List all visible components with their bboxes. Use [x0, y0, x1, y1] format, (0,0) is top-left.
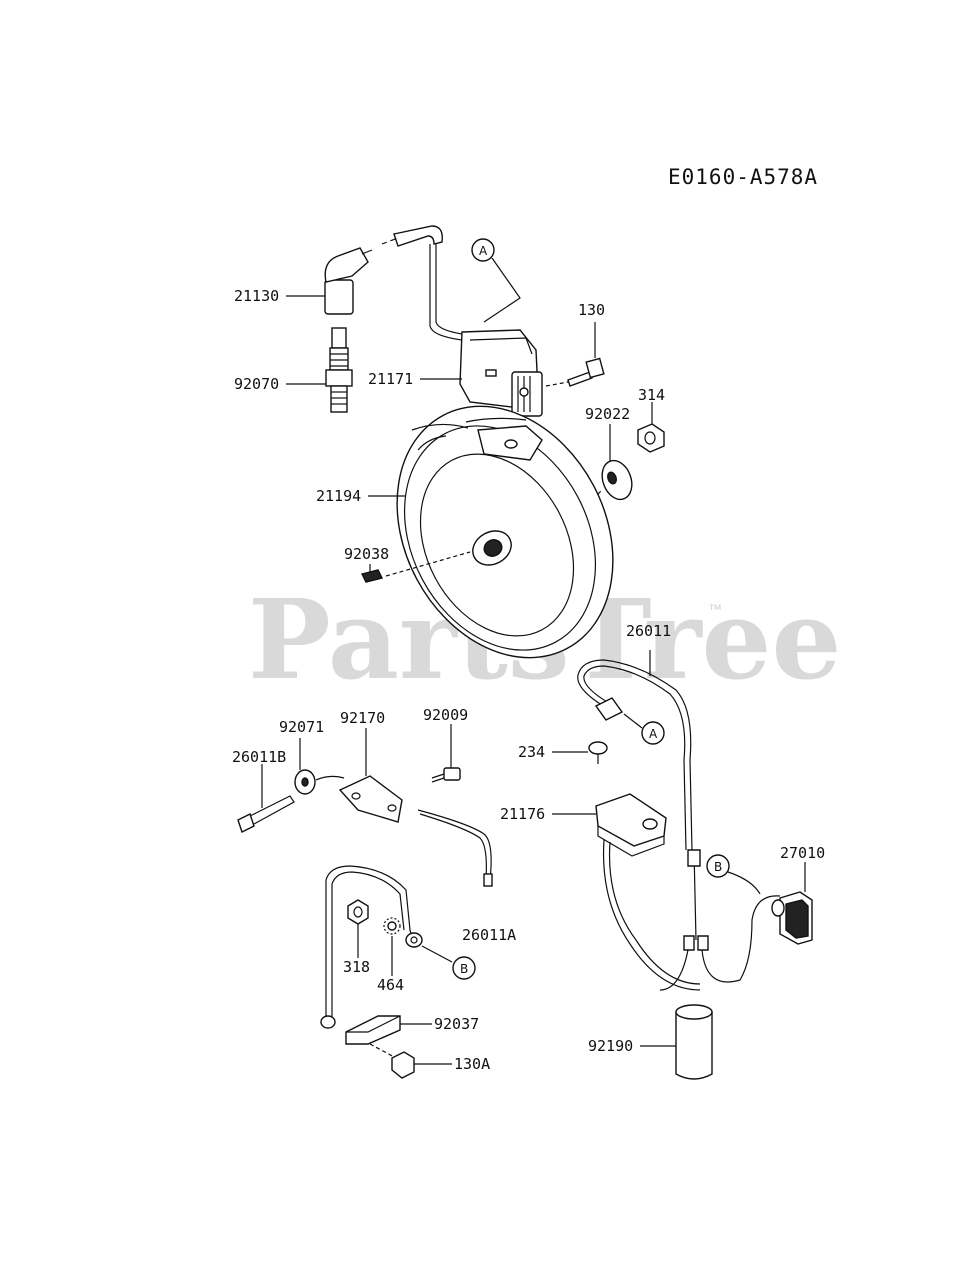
part-label-130A[interactable]: 130A: [454, 1055, 490, 1073]
part-label-92037[interactable]: 92037: [434, 1015, 479, 1033]
part-label-21176[interactable]: 21176: [500, 805, 545, 823]
ref-a-top[interactable]: [471, 238, 495, 262]
connector-lower-left[interactable]: [683, 935, 695, 951]
part-label-27010[interactable]: 27010: [780, 844, 825, 862]
trademark-symbol: ™: [708, 601, 722, 617]
ignition-module-21176[interactable]: [595, 793, 667, 857]
ref-b-lower[interactable]: [452, 956, 476, 980]
ignition-coil[interactable]: [459, 329, 543, 417]
part-label-318[interactable]: 318: [343, 958, 370, 976]
spark-plug-cap[interactable]: [324, 247, 373, 315]
stop-switch-27010[interactable]: [771, 891, 813, 945]
bolt-130A[interactable]: [391, 1051, 415, 1079]
ref-a-top-text: A: [479, 244, 488, 258]
nut-314[interactable]: [637, 423, 665, 453]
part-label-92022[interactable]: 92022: [585, 405, 630, 423]
grommet-92071[interactable]: [294, 769, 316, 795]
part-label-234[interactable]: 234: [518, 743, 545, 761]
ref-b-right-text: B: [714, 860, 722, 874]
part-label-92038[interactable]: 92038: [344, 545, 389, 563]
ring-terminal-26011A[interactable]: [405, 932, 423, 948]
ignition-lead: [429, 244, 463, 341]
terminal-26011B[interactable]: [237, 795, 295, 833]
washer-92022[interactable]: [597, 456, 637, 503]
part-label-26011B[interactable]: 26011B: [232, 748, 286, 766]
part-label-21130[interactable]: 21130: [234, 287, 279, 305]
part-label-26011A[interactable]: 26011A: [462, 926, 516, 944]
flywheel[interactable]: [355, 369, 656, 696]
part-label-92190[interactable]: 92190: [588, 1037, 633, 1055]
ref-b-right[interactable]: [706, 854, 730, 878]
part-label-92071[interactable]: 92071: [279, 718, 324, 736]
bolt-130[interactable]: [567, 357, 605, 387]
ref-b-lower-text: B: [460, 962, 468, 976]
screw-92009[interactable]: [431, 767, 461, 783]
leader-ref-a-top: [483, 257, 521, 323]
part-label-130[interactable]: 130: [578, 301, 605, 319]
ignition-lead-end[interactable]: [393, 225, 443, 247]
connector-upper[interactable]: [687, 849, 701, 867]
bracket-lead: [417, 809, 492, 881]
part-label-92170[interactable]: 92170: [340, 709, 385, 727]
diagram-code: E0160-A578A: [668, 165, 818, 189]
part-label-92070[interactable]: 92070: [234, 375, 279, 393]
ref-a-lower-text: A: [649, 727, 658, 741]
ref-a-lower[interactable]: [641, 721, 665, 745]
spark-plug[interactable]: [325, 327, 353, 413]
nut-318[interactable]: [347, 899, 369, 925]
module-wire: [602, 839, 701, 991]
switch-wire: [701, 895, 781, 983]
clamp-92037[interactable]: [345, 1015, 401, 1045]
leader-lead: [381, 237, 399, 245]
tube-92190[interactable]: [675, 1004, 713, 1080]
part-label-21194[interactable]: 21194: [316, 487, 361, 505]
part-label-314[interactable]: 314: [638, 386, 665, 404]
bracket-92170[interactable]: [338, 775, 403, 823]
part-label-464[interactable]: 464: [377, 976, 404, 994]
part-label-21171[interactable]: 21171: [368, 370, 413, 388]
lead-connector-26011[interactable]: [594, 697, 624, 721]
part-label-92009[interactable]: 92009: [423, 706, 468, 724]
ground-terminal[interactable]: [320, 1015, 336, 1029]
part-label-26011[interactable]: 26011: [626, 622, 671, 640]
lead-wire-26011: [577, 659, 693, 851]
lock-washer-464[interactable]: [383, 917, 401, 935]
ground-lead: [325, 865, 419, 1018]
screw-234[interactable]: [588, 741, 608, 764]
connector-lower-right[interactable]: [697, 935, 709, 951]
flywheel-key[interactable]: [360, 569, 384, 583]
